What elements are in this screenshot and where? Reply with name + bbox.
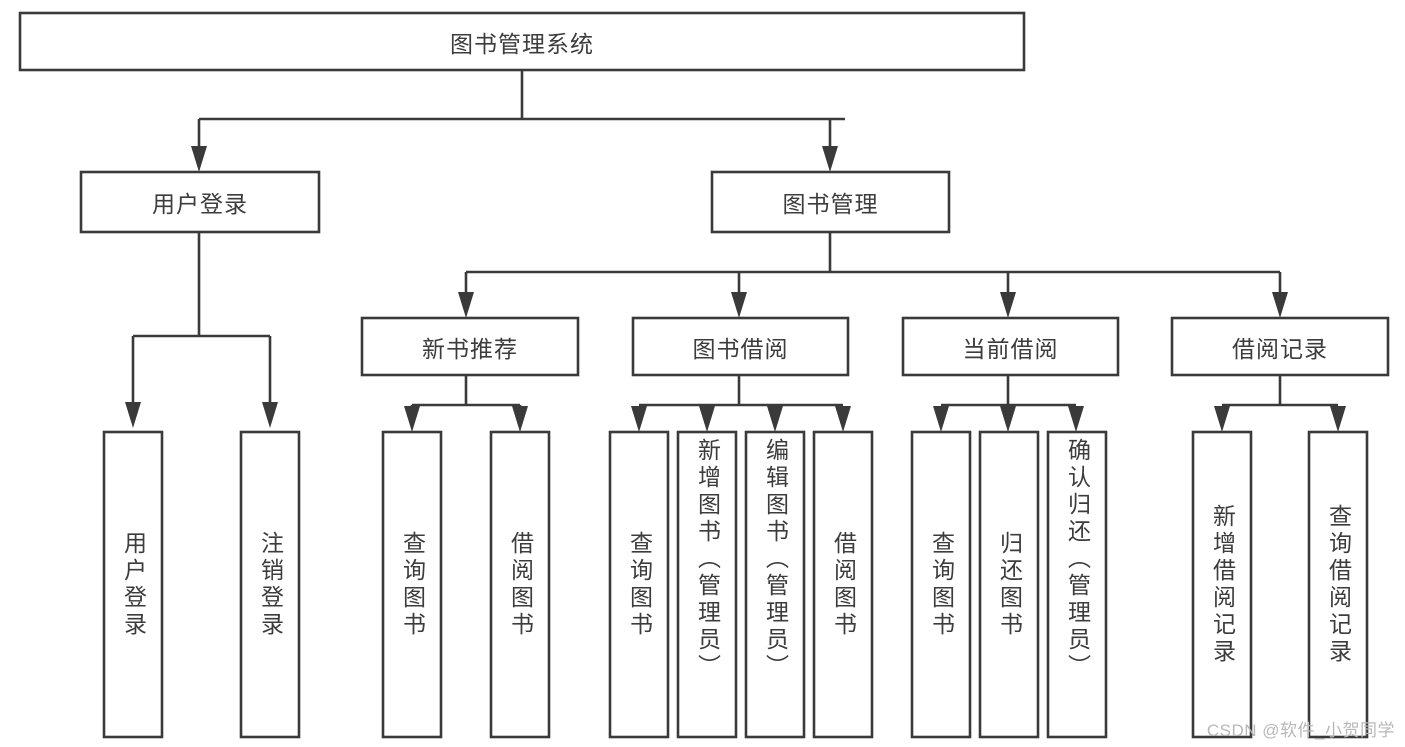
node-box-root[interactable] (18, 11, 1026, 72)
arrow-records-leaf-1 (1214, 406, 1230, 432)
arrow-userlogin-leaf-2 (262, 402, 278, 428)
node-box-leaf-add-book-admin[interactable] (676, 430, 738, 739)
node-box-leaf-query-books-current[interactable] (910, 430, 972, 739)
node-box-user-login[interactable] (79, 170, 321, 234)
node-box-current-borrow[interactable] (901, 316, 1120, 377)
arrow-bookmgmt-to-new-books (458, 292, 474, 318)
node-box-leaf-confirm-return-admin[interactable] (1046, 430, 1108, 739)
node-box-leaf-return-books[interactable] (978, 430, 1040, 739)
node-box-borrow-records[interactable] (1170, 316, 1390, 377)
node-box-new-book-recommend[interactable] (360, 316, 580, 377)
arrow-borrow-leaf-1 (631, 406, 647, 432)
node-box-leaf-query-borrow-record[interactable] (1307, 430, 1369, 739)
node-box-leaf-edit-book-admin[interactable] (744, 430, 806, 739)
arrow-borrow-leaf-2 (699, 406, 715, 432)
node-box-book-borrow[interactable] (631, 316, 850, 377)
node-box-leaf-logout[interactable] (239, 430, 301, 739)
arrow-userlogin-leaf-1 (125, 402, 141, 428)
node-box-leaf-query-books-borrow[interactable] (608, 430, 670, 739)
arrow-borrow-leaf-4 (835, 406, 851, 432)
arrow-root-to-book-mgmt (822, 146, 838, 172)
arrow-bookmgmt-to-records (1272, 292, 1288, 318)
arrow-current-leaf-2 (1000, 406, 1016, 432)
node-box-leaf-borrow-books[interactable] (812, 430, 874, 739)
node-box-leaf-query-books-new[interactable] (381, 430, 443, 739)
arrow-records-leaf-2 (1330, 406, 1346, 432)
arrow-current-leaf-1 (933, 406, 949, 432)
arrow-newbooks-leaf-1 (404, 406, 420, 432)
arrow-bookmgmt-to-borrow (731, 292, 747, 318)
arrow-current-leaf-3 (1068, 406, 1084, 432)
arrow-borrow-leaf-3 (767, 406, 783, 432)
arrow-bookmgmt-to-current (1000, 292, 1016, 318)
node-box-leaf-add-borrow-record[interactable] (1191, 430, 1253, 739)
node-box-leaf-borrow-books-new[interactable] (489, 430, 551, 739)
arrow-root-to-user-login (191, 146, 207, 172)
node-box-leaf-user-login[interactable] (102, 430, 164, 739)
arrow-newbooks-leaf-2 (512, 406, 528, 432)
node-box-book-management[interactable] (710, 170, 951, 234)
